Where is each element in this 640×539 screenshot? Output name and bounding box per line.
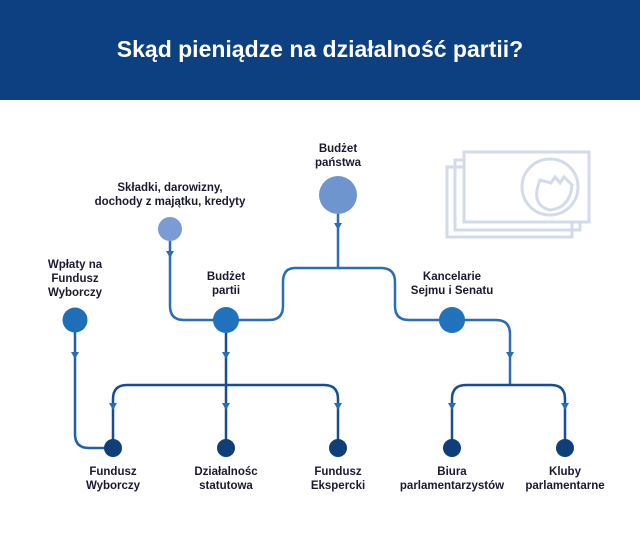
connector-partii	[111, 333, 340, 448]
label-line: Ekspercki	[310, 480, 366, 492]
label-line: Fundusz	[314, 466, 362, 478]
label-kluby: Kluby parlamentarne	[525, 465, 604, 493]
node-kluby	[556, 439, 574, 457]
label-line: Fundusz	[89, 466, 137, 478]
label-line: Wyborczy	[47, 287, 103, 299]
label-line: Biura	[437, 466, 467, 478]
label-line: partii	[211, 285, 241, 297]
node-fundusz-wyborczy	[104, 439, 122, 457]
label-dzialalnosc: Działalnośc statutowa	[194, 465, 257, 493]
label-budzet-partii: Budżet partii	[207, 270, 245, 298]
node-budzet-panstwa	[319, 176, 357, 214]
label-line: państwa	[314, 157, 362, 169]
arrow-icons	[71, 223, 569, 410]
node-kancelarie	[439, 307, 465, 333]
header: Skąd pieniądze na działalność partii?	[0, 0, 640, 100]
label-line: Wpłaty na	[47, 259, 103, 271]
label-line: Budżet	[318, 143, 358, 155]
label-biura: Biura parlamentarzystów	[400, 465, 504, 493]
connector-kancelarie	[450, 383, 567, 440]
node-biura	[443, 439, 461, 457]
page-title: Skąd pieniądze na działalność partii?	[116, 35, 524, 62]
node-wplaty	[62, 307, 88, 333]
label-line: Działalnośc	[194, 466, 258, 478]
node-fundusz-ekspercki	[329, 439, 347, 457]
connector-wplaty	[73, 332, 113, 450]
label-line: Kluby	[549, 466, 581, 478]
node-dzialalnosc	[217, 439, 235, 457]
label-line: Kancelarie	[422, 271, 482, 283]
label-line: parlamentarne	[525, 480, 605, 492]
connector-skladki	[168, 241, 226, 322]
node-skladki	[158, 217, 182, 241]
label-line: Fundusz	[51, 273, 99, 285]
label-line: Sejmu i Senatu	[410, 285, 494, 297]
money-banknote-icon	[445, 150, 591, 239]
label-line: Wyborczy	[85, 480, 141, 492]
label-line: Składki, darowizny,	[117, 182, 223, 194]
label-line: dochody z majątku, kredyty	[94, 196, 246, 208]
label-line: parlamentarzystów	[399, 480, 505, 492]
label-line: statutowa	[199, 480, 253, 492]
label-skladki: Składki, darowizny, dochody z majątku, kr…	[95, 181, 246, 209]
node-budzet-partii	[213, 307, 239, 333]
connector-panstwa	[226, 214, 512, 385]
label-line: Budżet	[206, 271, 246, 283]
label-budzet-panstwa: Budżet państwa	[315, 142, 361, 170]
